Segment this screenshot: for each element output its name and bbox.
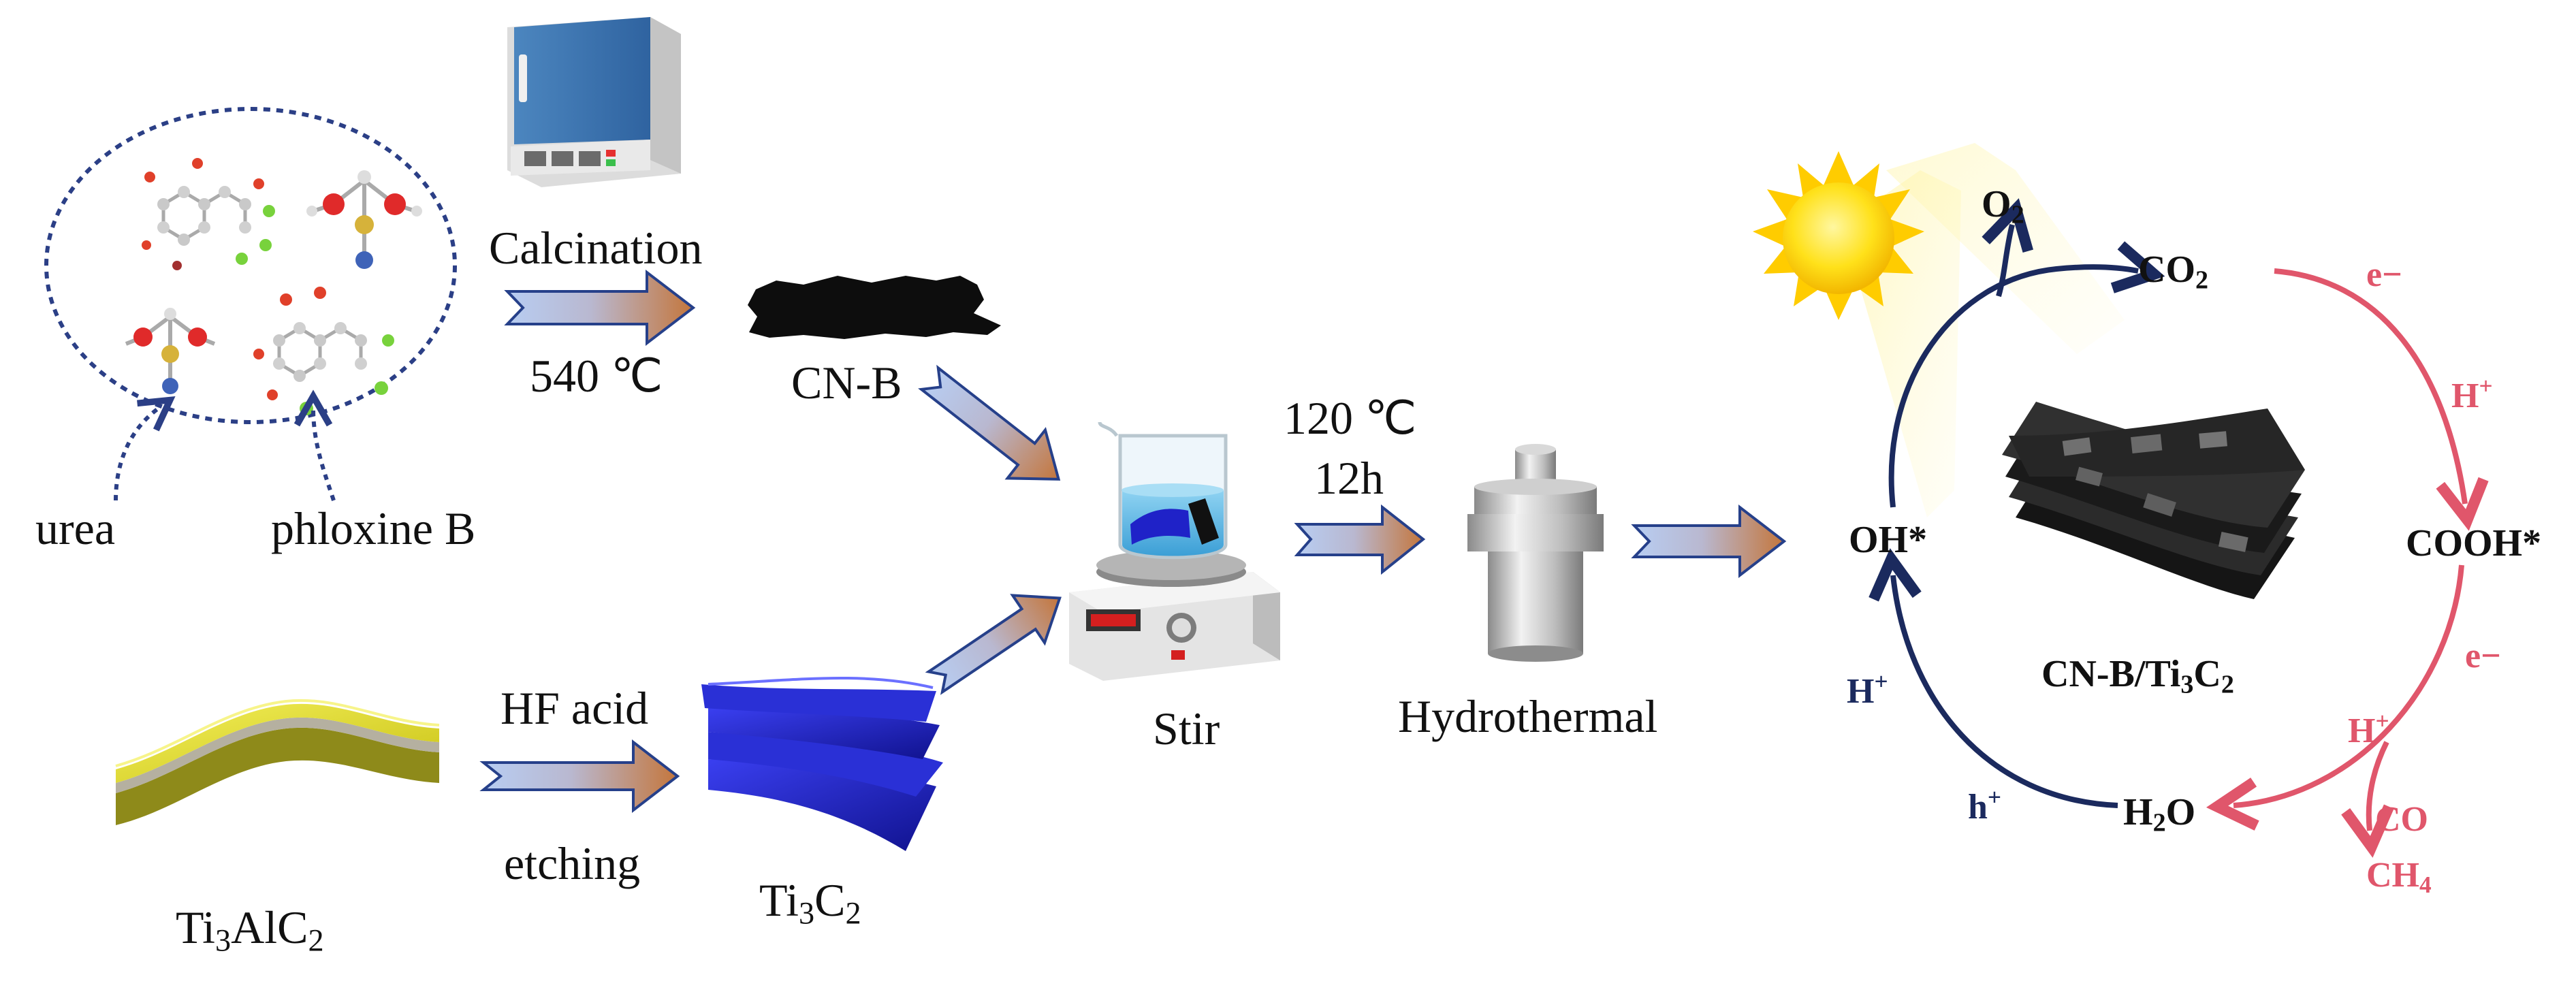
- cnb-powder-icon: [748, 276, 1001, 339]
- cycle-arrow-oh-to-co2: [1888, 267, 2138, 508]
- co-label: CO: [2375, 800, 2428, 839]
- calcination-label: Calcination: [489, 222, 703, 274]
- o2-label: O2: [1982, 183, 2024, 229]
- precursor-dashed-circle: [44, 107, 457, 424]
- hydrothermal-label: Hydrothermal: [1398, 690, 1658, 742]
- ti3c2-formula: Ti3C2: [759, 874, 861, 931]
- time-12h-label: 12h: [1314, 452, 1384, 504]
- o2-formula: O2: [1982, 183, 2024, 229]
- phloxine-molecule-icon-2: [253, 287, 394, 415]
- cycle-arrow-co2-to-cooh: [2274, 268, 2465, 504]
- etching-label: etching: [504, 837, 641, 889]
- cycle-arrow-cooh-to-h2o: [2233, 564, 2464, 805]
- urea-molecule-icon: [306, 170, 422, 269]
- ch4-formula: CH4: [2366, 856, 2432, 898]
- furnace-icon: [507, 17, 681, 187]
- stir-plate-icon: [1069, 421, 1280, 681]
- h2o-label: H2O: [2123, 791, 2196, 837]
- proton-label-right: H+: [2451, 372, 2493, 415]
- proton-right-text: H+: [2451, 372, 2493, 415]
- phloxine-molecule-icon: [142, 158, 275, 270]
- proton-left-text: H+: [1847, 667, 1888, 711]
- process-arrows: [479, 269, 1787, 814]
- temperature-540-label: 540 ℃: [530, 350, 663, 402]
- composite-sheets-icon: [2002, 402, 2305, 599]
- phloxine-label: phloxine B: [271, 502, 476, 554]
- composite-label: CN-B/Ti3C2: [2041, 653, 2234, 699]
- cnb-label: CN-B: [791, 357, 902, 409]
- proton-label-right-lower: H+: [2348, 707, 2389, 750]
- oh-label: OH*: [1849, 519, 1928, 561]
- hf-arrow: [479, 739, 680, 814]
- ti3alc2-label: Ti3AlC2: [176, 901, 324, 959]
- electron-label-top: e−: [2366, 255, 2402, 294]
- photocatalysis-arrow: [1631, 504, 1787, 579]
- ti3c2-flakes-icon: [701, 676, 943, 851]
- urea-molecule-icon-2: [125, 308, 216, 394]
- co-branch-arrow: [2369, 741, 2387, 831]
- ti3alc2-formula: Ti3AlC2: [176, 901, 324, 959]
- phloxine-pointer-arrow: [293, 389, 336, 501]
- co2-label: CO2: [2138, 249, 2209, 295]
- electron-label-right: e−: [2465, 637, 2501, 675]
- hole-label: h+: [1968, 783, 2002, 827]
- cycle-arrow-h2o-to-oh: [1893, 575, 2118, 808]
- hydrothermal-arrow: [1294, 504, 1426, 575]
- urea-pointer-arrow: [114, 396, 176, 501]
- cooh-label: COOH*: [2406, 522, 2542, 564]
- calcination-arrow: [504, 269, 696, 347]
- proton-right-lower-text: H+: [2348, 707, 2389, 750]
- co2-formula: CO2: [2138, 249, 2209, 295]
- composite-formula: CN-B/Ti3C2: [2041, 653, 2234, 699]
- hole-text: h+: [1968, 783, 2002, 827]
- precursor-group: [44, 107, 457, 501]
- autoclave-icon: [1467, 444, 1604, 662]
- ti3alc2-sheets-icon: [115, 699, 440, 825]
- stir-label: Stir: [1153, 703, 1220, 754]
- ti3c2-to-stir-arrow: [925, 594, 1062, 695]
- cnb-to-stir-arrow: [918, 364, 1061, 481]
- ti3c2-label: Ti3C2: [759, 874, 861, 931]
- hf-acid-label: HF acid: [500, 682, 649, 734]
- h2o-formula: H2O: [2123, 791, 2196, 837]
- urea-label: urea: [35, 502, 116, 554]
- proton-label-left: H+: [1847, 667, 1888, 711]
- reaction-cycle: [1892, 225, 2465, 831]
- ch4-label: CH4: [2366, 856, 2432, 898]
- temperature-120-label: 120 ℃: [1284, 392, 1417, 444]
- o2-branch-arrow: [1999, 225, 2012, 298]
